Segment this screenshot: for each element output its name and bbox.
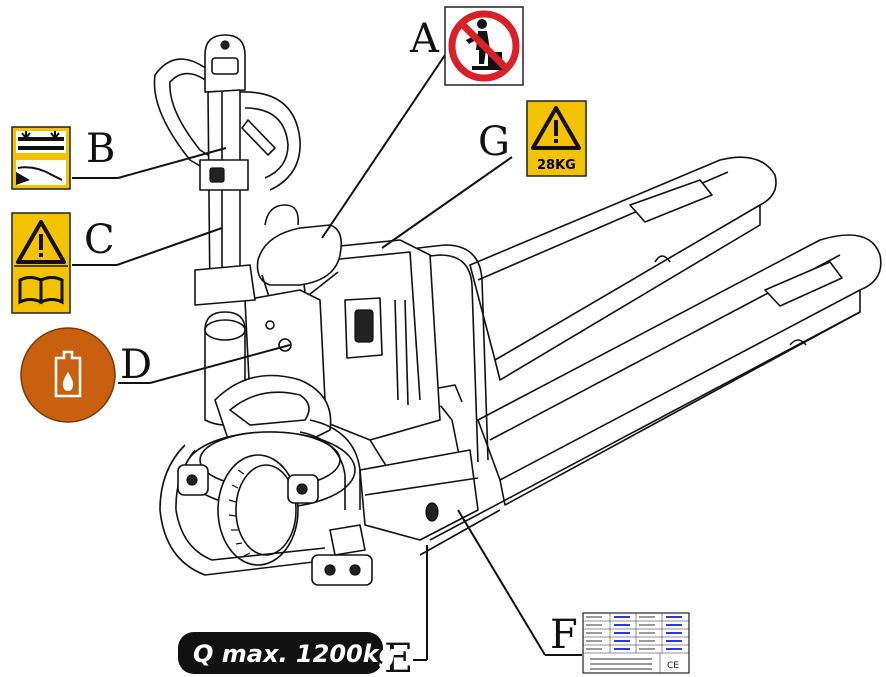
- ce-mark: CE: [667, 661, 679, 671]
- label-g: G: [478, 119, 510, 165]
- label-d: D: [120, 342, 152, 388]
- warning-read-manual-icon: [11, 212, 71, 314]
- capacity-badge: Q max. 1200kg: [178, 632, 396, 674]
- label-b: B: [86, 126, 115, 172]
- weight-sign-text: 28KG: [537, 158, 576, 173]
- label-c: C: [84, 217, 115, 263]
- label-a: A: [409, 16, 440, 62]
- oil-fill-icon: [20, 327, 116, 423]
- no-standing-prohibition-icon: [444, 6, 524, 86]
- leader-lines: [72, 54, 582, 661]
- label-e: E: [384, 636, 413, 677]
- drive-wheel-assembly: [159, 374, 373, 586]
- nameplate-icon: CE: [582, 612, 690, 674]
- tiller-handle: [153, 34, 301, 306]
- capacity-badge-text: Q max. 1200kg: [193, 640, 396, 668]
- crush-warning-icon: [11, 126, 71, 190]
- label-f: F: [550, 612, 578, 658]
- weight-warning-icon: 28KG: [526, 100, 587, 177]
- forks: [419, 156, 882, 556]
